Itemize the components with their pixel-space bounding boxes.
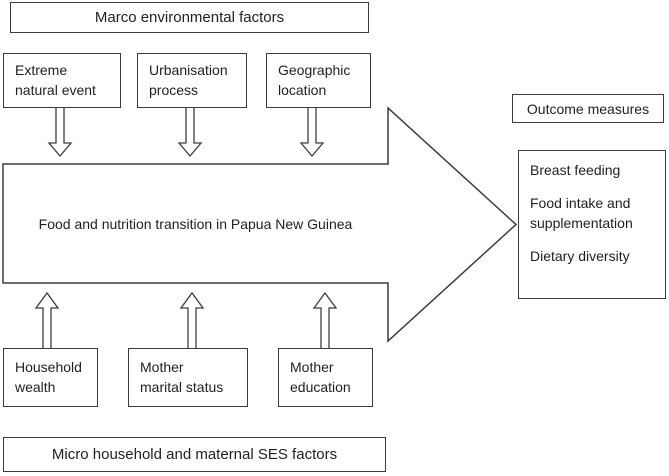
outcome-item-breast-feeding: Breast feeding bbox=[530, 162, 621, 178]
box-geographic-location: Geographic location bbox=[266, 53, 371, 108]
micro-factors-bar-label: Micro household and maternal SES factors bbox=[51, 445, 338, 463]
box-urbanisation-process: Urbanisation process bbox=[137, 53, 247, 108]
box-household-wealth-line2: wealth bbox=[15, 379, 56, 395]
box-mother-marital-status: Mother marital status bbox=[128, 348, 248, 407]
down-arrow-extreme-natural-event bbox=[47, 108, 73, 158]
box-household-wealth-line1: Household bbox=[15, 359, 82, 375]
box-mother-education-line1: Mother bbox=[290, 359, 334, 375]
down-arrow-geographic-location bbox=[299, 108, 325, 158]
outcome-measures-title: Outcome measures bbox=[526, 100, 650, 117]
main-transition-label: Food and nutrition transition in Papua N… bbox=[38, 215, 353, 232]
up-arrow-mother-education bbox=[312, 291, 338, 348]
down-arrow-urbanisation-process bbox=[177, 108, 203, 158]
outcome-item-dietary-diversity: Dietary diversity bbox=[530, 248, 630, 264]
box-household-wealth: Household wealth bbox=[3, 348, 98, 407]
box-extreme-natural-event: Extreme natural event bbox=[3, 53, 121, 108]
outcome-measures-title-box: Outcome measures bbox=[512, 94, 664, 123]
box-mother-marital-status-line1: Mother bbox=[140, 359, 184, 375]
main-transition-arrow bbox=[2, 106, 518, 343]
macro-factors-bar-label: Marco environmental factors bbox=[94, 8, 285, 26]
up-arrow-mother-marital-status bbox=[179, 291, 205, 348]
box-mother-education-line2: education bbox=[290, 379, 351, 395]
box-mother-education: Mother education bbox=[278, 348, 373, 407]
box-urbanisation-process-line1: Urbanisation bbox=[149, 62, 228, 78]
macro-factors-bar: Marco environmental factors bbox=[10, 2, 369, 33]
box-geographic-location-line1: Geographic bbox=[278, 62, 351, 78]
box-urbanisation-process-line2: process bbox=[149, 82, 199, 98]
box-geographic-location-line2: location bbox=[278, 82, 327, 98]
box-extreme-natural-event-line1: Extreme bbox=[15, 62, 68, 78]
box-extreme-natural-event-line2: natural event bbox=[15, 82, 96, 98]
up-arrow-household-wealth bbox=[34, 291, 60, 348]
outcome-item-food-intake: Food intake and supplementation bbox=[530, 195, 633, 231]
micro-factors-bar: Micro household and maternal SES factors bbox=[3, 437, 386, 472]
box-mother-marital-status-line2: marital status bbox=[140, 379, 224, 395]
outcome-measures-box: Breast feeding Food intake and supplemen… bbox=[518, 150, 666, 299]
